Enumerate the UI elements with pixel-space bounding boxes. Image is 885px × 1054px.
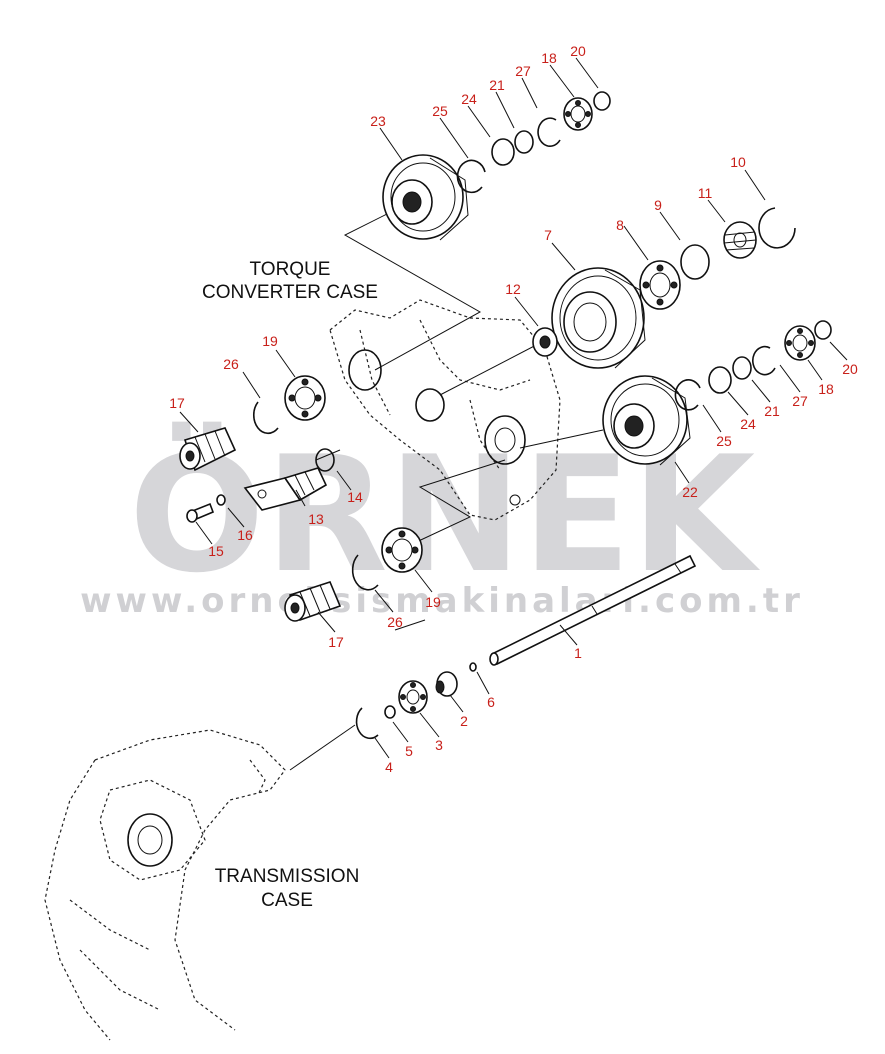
snap-ring-21-lower	[732, 356, 752, 380]
bearing-18-lower	[784, 325, 816, 361]
spacer-2	[435, 671, 458, 697]
callout-leaders	[179, 57, 848, 759]
callout-2: 2	[460, 713, 468, 729]
callout-6: 6	[487, 694, 495, 710]
callout-16: 16	[237, 527, 253, 543]
roller-bearing-11	[723, 221, 757, 259]
callout-15: 15	[208, 543, 224, 559]
callout-11: 11	[698, 185, 713, 201]
snap-ring-26-lower	[351, 554, 379, 591]
snap-ring-25-upper	[456, 159, 486, 194]
callout-24-upper: 24	[461, 91, 477, 107]
snap-ring-26-upper	[252, 401, 279, 435]
bearing-19-lower	[381, 527, 423, 573]
splined-coupling-17-lower	[284, 581, 342, 622]
callout-20-lower: 20	[842, 361, 858, 377]
assembly-leader-lines	[289, 209, 604, 771]
snap-ring-27-upper	[537, 117, 561, 147]
watermark: ÖRNEK www.orneksismakinalari.com.tr	[80, 420, 804, 621]
callout-13: 13	[308, 511, 324, 527]
bearing-8	[639, 260, 681, 310]
transmission-case-label-line1: TRANSMISSION	[215, 866, 360, 887]
callout-8: 8	[616, 217, 624, 233]
bearing-3	[398, 680, 428, 714]
callout-25-upper: 25	[432, 103, 448, 119]
callout-17-lower: 17	[328, 634, 344, 650]
ring-20-lower	[814, 320, 832, 340]
bearing-19-upper	[284, 375, 326, 421]
watermark-url: www.orneksismakinalari.com.tr	[80, 581, 804, 621]
yoke-shaft-13	[243, 467, 328, 511]
bearing-18-upper	[563, 97, 593, 131]
shaft-1	[489, 554, 697, 666]
callout-1: 1	[574, 645, 582, 661]
callout-4: 4	[385, 759, 393, 775]
splined-coupling-17-upper	[179, 427, 237, 472]
callout-19-lower: 19	[425, 594, 441, 610]
transmission-case-label-line2: CASE	[261, 890, 313, 911]
snap-ring-21-upper	[514, 130, 534, 154]
callout-7: 7	[544, 227, 552, 243]
gear-23	[382, 154, 469, 241]
ring-9	[680, 244, 710, 280]
seal-ring-24-lower	[708, 366, 732, 394]
callout-23: 23	[370, 113, 386, 129]
seal-12	[532, 327, 558, 357]
callout-18-lower: 18	[818, 381, 834, 397]
callout-18-upper: 18	[541, 50, 557, 66]
gear-7	[551, 267, 646, 369]
callout-5: 5	[405, 743, 413, 759]
torque-converter-case-drawing	[329, 299, 561, 521]
callout-27-lower: 27	[792, 393, 808, 409]
callout-9: 9	[654, 197, 662, 213]
snap-ring-25-lower	[674, 379, 701, 411]
callout-14: 14	[347, 489, 363, 505]
bolt-15	[186, 502, 215, 523]
snap-ring-27-lower	[752, 345, 776, 376]
transmission-case-drawing	[44, 729, 286, 1041]
callout-12: 12	[505, 281, 521, 297]
snap-ring-4	[355, 707, 379, 740]
callout-3: 3	[435, 737, 443, 753]
torque-case-label-line1: TORQUE	[250, 259, 331, 280]
torque-case-label-line2: CONVERTER CASE	[202, 282, 378, 303]
washer-16	[216, 494, 226, 506]
seal-ring-24-upper	[491, 138, 515, 166]
snap-ring-10	[758, 207, 796, 249]
ring-5	[384, 705, 396, 719]
callout-20-upper: 20	[570, 43, 586, 59]
callout-10: 10	[730, 154, 746, 170]
o-ring-14	[315, 448, 335, 472]
ring-6	[469, 662, 477, 672]
callout-26-upper: 26	[223, 356, 239, 372]
callout-21-lower: 21	[764, 403, 780, 419]
callout-17-upper: 17	[169, 395, 185, 411]
ring-20-upper	[593, 91, 611, 111]
gear-22	[602, 375, 691, 466]
callout-26-lower: 26	[387, 614, 403, 630]
callout-19-upper: 19	[262, 333, 278, 349]
callout-27-upper: 27	[515, 63, 531, 79]
callout-21-upper: 21	[489, 77, 505, 93]
callout-25-lower: 25	[716, 433, 732, 449]
callout-numbers: 20 18 27 21 24 25 23 10 11 9 8 7 12 19 2…	[169, 43, 858, 775]
callout-24-lower: 24	[740, 416, 756, 432]
callout-22: 22	[682, 484, 698, 500]
